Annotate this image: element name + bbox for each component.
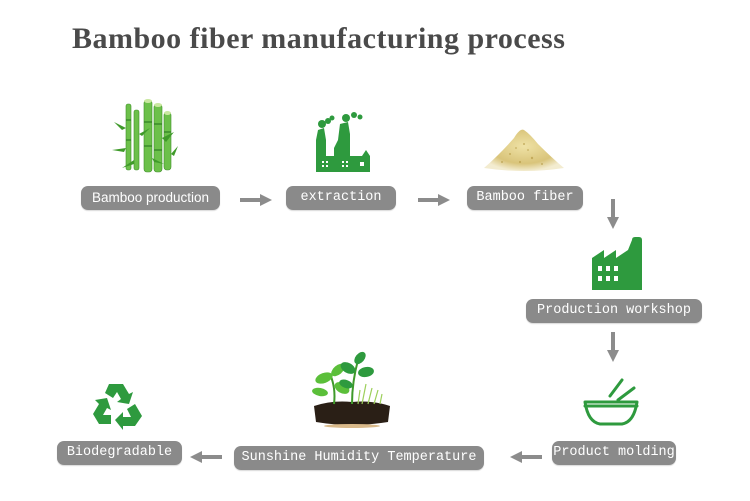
page-title: Bamboo fiber manufacturing process — [72, 22, 566, 55]
factory-smoke-icon — [310, 112, 376, 174]
arrow-right-icon — [240, 193, 272, 211]
fiber-powder-icon — [480, 124, 566, 172]
bowl-chopsticks-icon — [582, 374, 640, 428]
factory-icon — [590, 236, 646, 292]
recycle-icon — [91, 382, 143, 430]
arrow-left-icon — [510, 450, 542, 468]
step-label-extraction: extraction — [286, 186, 396, 210]
step-label-production-workshop: Production workshop — [526, 299, 702, 323]
step-label-biodegradable: Biodegradable — [57, 441, 182, 465]
step-label-bamboo-production: Bamboo production — [81, 186, 220, 210]
bamboo-icon — [112, 98, 182, 178]
plant-soil-icon — [312, 348, 392, 428]
arrow-down-icon — [607, 332, 619, 367]
step-label-sunshine-humidity-temperature: Sunshine Humidity Temperature — [234, 446, 484, 470]
arrow-right-icon — [418, 193, 450, 211]
arrow-down-icon — [607, 199, 619, 234]
step-label-product-molding: Product molding — [552, 441, 676, 465]
arrow-left-icon — [190, 450, 222, 468]
step-label-bamboo-fiber: Bamboo fiber — [467, 186, 583, 210]
